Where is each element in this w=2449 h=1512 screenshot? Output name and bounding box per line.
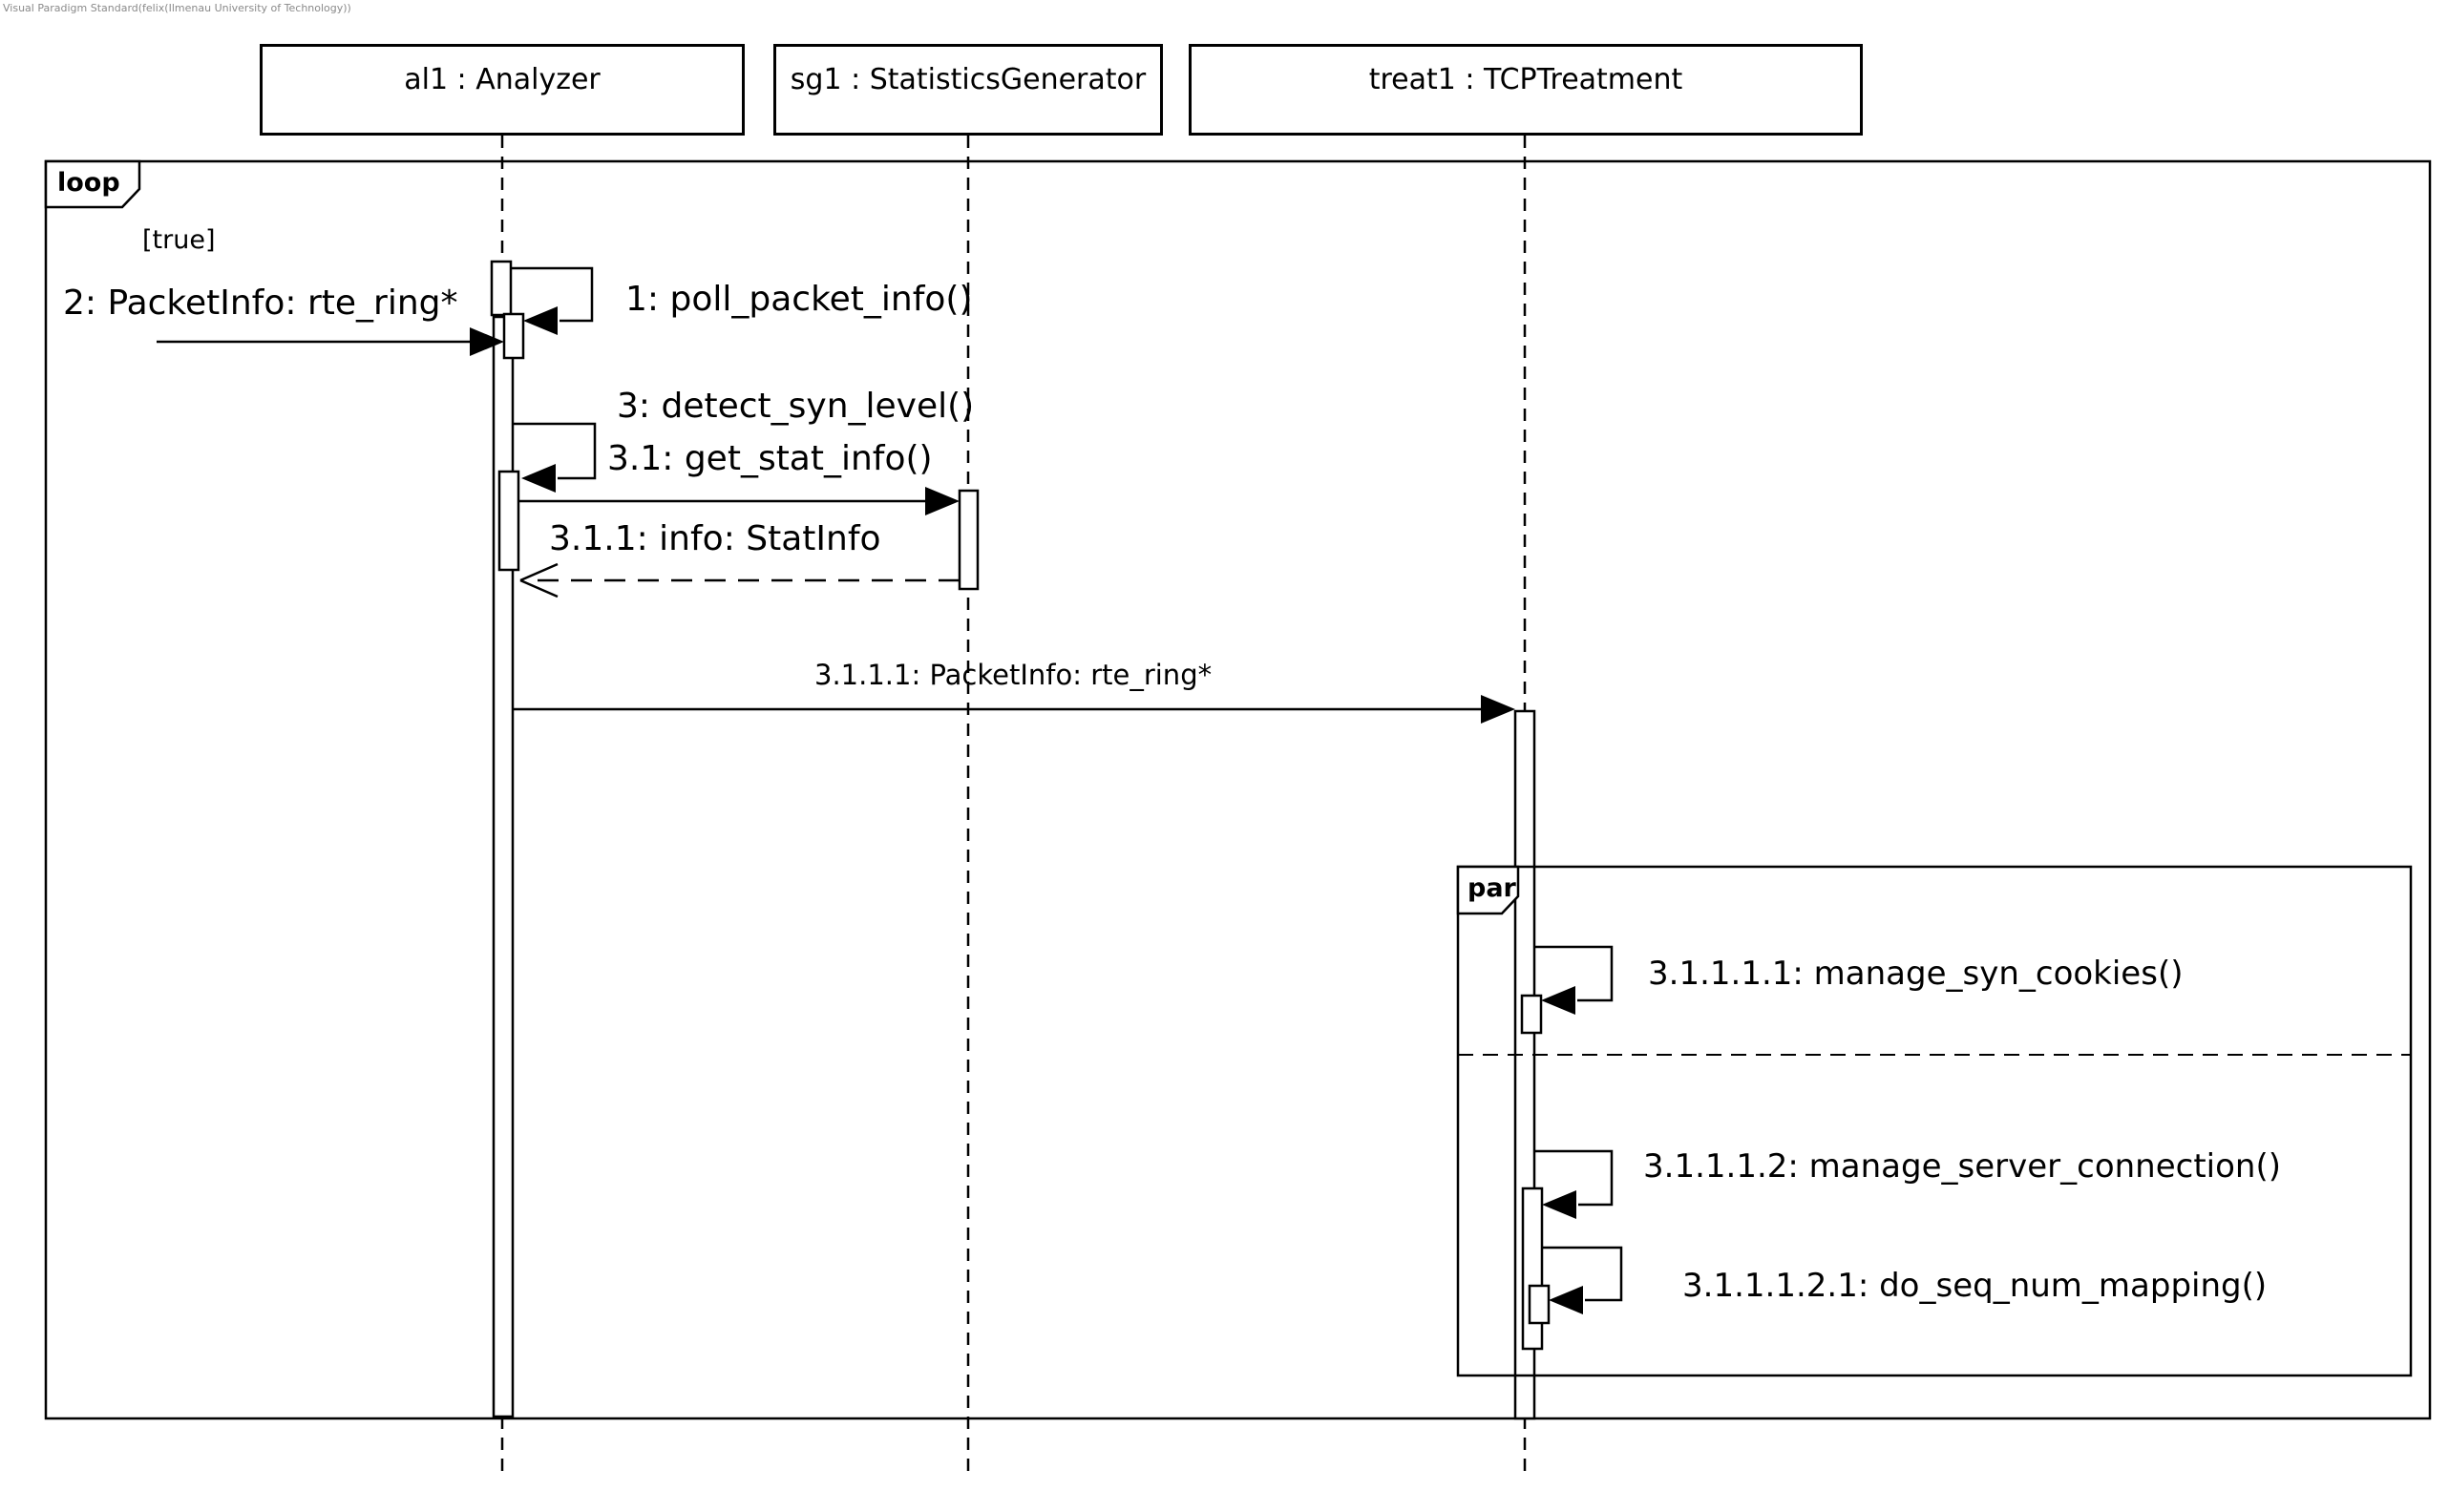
activation-al1-msg3[interactable]	[497, 470, 520, 572]
message-1-label[interactable]: 1: poll_packet_info()	[625, 280, 973, 319]
par-fragment-frame[interactable]	[1456, 865, 2413, 1377]
message-3-label[interactable]: 3: detect_syn_level()	[617, 387, 975, 426]
message-2-arrowhead	[470, 327, 504, 356]
lifeline-head-treat1-label: treat1 : TCPTreatment	[1368, 63, 1683, 96]
message-3-1-1-1-2-arrowhead	[1542, 1190, 1576, 1219]
loop-operator-pentagon	[44, 159, 141, 209]
message-3-1-1-1-arrowhead	[1481, 695, 1515, 724]
watermark-text: Visual Paradigm Standard(felix(Ilmenau U…	[3, 2, 351, 14]
message-3-1-1-1-2-label[interactable]: 3.1.1.1.2: manage_server_connection()	[1643, 1147, 2281, 1186]
message-3-1-1-1-1-label[interactable]: 3.1.1.1.1: manage_syn_cookies()	[1648, 955, 2184, 993]
message-3-1-1-open-arrowhead	[519, 562, 559, 598]
loop-guard-label: [true]	[142, 225, 216, 255]
message-1-arrowhead	[523, 306, 558, 335]
message-3-1-1-1-2-1-label[interactable]: 3.1.1.1.2.1: do_seq_num_mapping()	[1682, 1267, 2268, 1305]
par-operator-label: par	[1467, 873, 1516, 903]
lifeline-head-al1[interactable]: al1 : Analyzer	[260, 44, 745, 136]
lifeline-head-al1-label: al1 : Analyzer	[404, 63, 601, 96]
message-3-1-1-1-2-1-arrow[interactable]	[1542, 1246, 1623, 1302]
message-3-1-1-label[interactable]: 3.1.1: info: StatInfo	[549, 519, 881, 558]
message-3-arrow[interactable]	[514, 422, 597, 480]
message-3-1-1-1-1-arrowhead	[1541, 986, 1575, 1015]
par-operator-pentagon	[1456, 865, 1520, 915]
message-3-1-1-1-2-arrow[interactable]	[1534, 1149, 1614, 1207]
message-3-arrowhead	[521, 464, 556, 493]
activation-sg1[interactable]	[958, 489, 980, 591]
lifeline-head-treat1[interactable]: treat1 : TCPTreatment	[1189, 44, 1863, 136]
message-3-1-1-1-1-arrow[interactable]	[1534, 945, 1614, 1002]
message-1-arrow[interactable]	[511, 266, 594, 323]
activation-al1-msg2[interactable]	[502, 312, 525, 360]
lifeline-head-sg1[interactable]: sg1 : StatisticsGenerator	[773, 44, 1163, 136]
message-3-1-label[interactable]: 3.1: get_stat_info()	[607, 439, 933, 478]
message-3-1-1-1-2-1-arrowhead	[1549, 1286, 1583, 1314]
message-3-1-arrowhead	[925, 487, 960, 515]
lifeline-head-sg1-label: sg1 : StatisticsGenerator	[790, 63, 1147, 96]
loop-operator-label: loop	[57, 168, 120, 198]
activation-treat1-seq-num-mapping[interactable]	[1528, 1284, 1551, 1325]
message-3-1-1-1-label[interactable]: 3.1.1.1: PacketInfo: rte_ring*	[814, 659, 1213, 691]
activation-treat1-server-connection[interactable]	[1521, 1186, 1544, 1351]
activation-treat1-syn-cookies[interactable]	[1520, 994, 1543, 1035]
message-2-label[interactable]: 2: PacketInfo: rte_ring*	[63, 284, 458, 323]
activation-al1-msg1[interactable]	[490, 260, 513, 317]
loop-fragment-frame[interactable]	[44, 159, 2432, 1420]
